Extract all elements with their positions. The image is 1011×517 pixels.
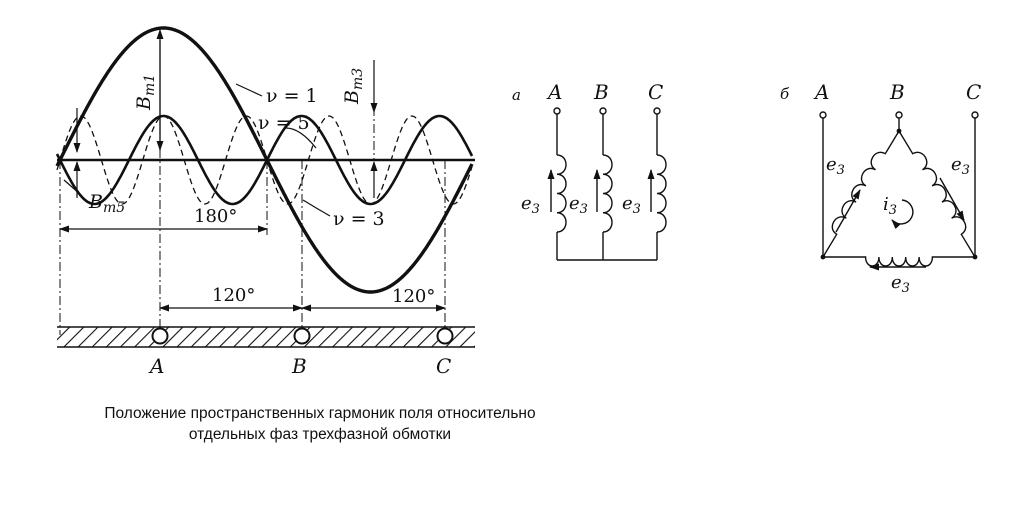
star-emf-label-b: e3 (569, 193, 588, 217)
delta-label-c: C (966, 80, 981, 104)
delta-coil-bottom (823, 256, 975, 267)
star-label-a: A (546, 80, 562, 104)
nu5-label: ν = 5 (258, 112, 310, 134)
star-terminal-a (553, 107, 561, 115)
nu1-leader (235, 83, 263, 97)
star-label-b: B (593, 80, 609, 104)
star-emf-label-a: e3 (521, 193, 540, 217)
delta-emf-arrow-left (835, 189, 861, 233)
star-connection: а A B C e3 e3 e3 (512, 80, 667, 261)
star-coil-a (556, 154, 567, 233)
star-letter: а (512, 86, 521, 104)
delta-terminal-c (971, 111, 979, 119)
star-terminal-b (599, 107, 607, 115)
delta-connection: б A B C e3 e3 e3 i3 (780, 80, 981, 296)
phase-b-label: B (291, 354, 307, 378)
star-coil-b (602, 154, 613, 233)
stator-strip (57, 327, 475, 347)
delta-emf-label-right: e3 (951, 154, 970, 178)
delta-emf-label-bottom: e3 (891, 272, 910, 296)
delta-label-b: B (889, 80, 905, 104)
caption-line-2: отдельных фаз трехфазной обмотки (188, 426, 452, 443)
angle-180-label: 180° (194, 206, 237, 227)
phase-c-label: C (436, 354, 451, 378)
bm3-label: Bm3 (341, 68, 366, 105)
bm5-leader (63, 179, 81, 195)
delta-current-label: i3 (883, 194, 897, 218)
phase-a-label: A (148, 354, 164, 378)
bm5-label: Bm5 (88, 191, 125, 216)
conductor-c (436, 327, 454, 345)
delta-emf-label-left: e3 (826, 154, 845, 178)
nu1-label: ν = 1 (266, 85, 318, 107)
third-harmonic-wave (55, 114, 474, 206)
delta-terminal-a (819, 111, 827, 119)
fundamental-wave (55, 26, 474, 294)
nu5-leader (285, 127, 317, 149)
delta-emf-arrow-right (939, 177, 965, 221)
conductor-a (151, 327, 169, 345)
angle-120-ab-label: 120° (212, 285, 255, 306)
delta-terminal-b (895, 111, 903, 119)
angle-120-bc-label: 120° (392, 286, 435, 307)
delta-coil-right (898, 130, 976, 258)
fifth-harmonic-wave (56, 115, 473, 205)
phase-conductors (151, 327, 454, 345)
star-terminal-c (653, 107, 661, 115)
harmonics-plot: ν = 1 ν = 5 ν = 3 Bm1 Bm3 Bm5 180° 120° … (55, 26, 475, 378)
delta-label-a: A (813, 80, 829, 104)
delta-current-arrow (891, 199, 914, 230)
star-emf-label-c: e3 (622, 193, 641, 217)
nu3-label: ν = 3 (333, 208, 385, 230)
nu3-leader (302, 199, 331, 217)
star-coil-c (656, 154, 667, 233)
delta-letter: б (780, 85, 790, 103)
conductor-b (293, 327, 311, 345)
caption-line-1: Положение пространственных гармоник поля… (104, 405, 536, 422)
bm1-label: Bm1 (133, 74, 158, 111)
star-label-c: C (648, 80, 663, 104)
